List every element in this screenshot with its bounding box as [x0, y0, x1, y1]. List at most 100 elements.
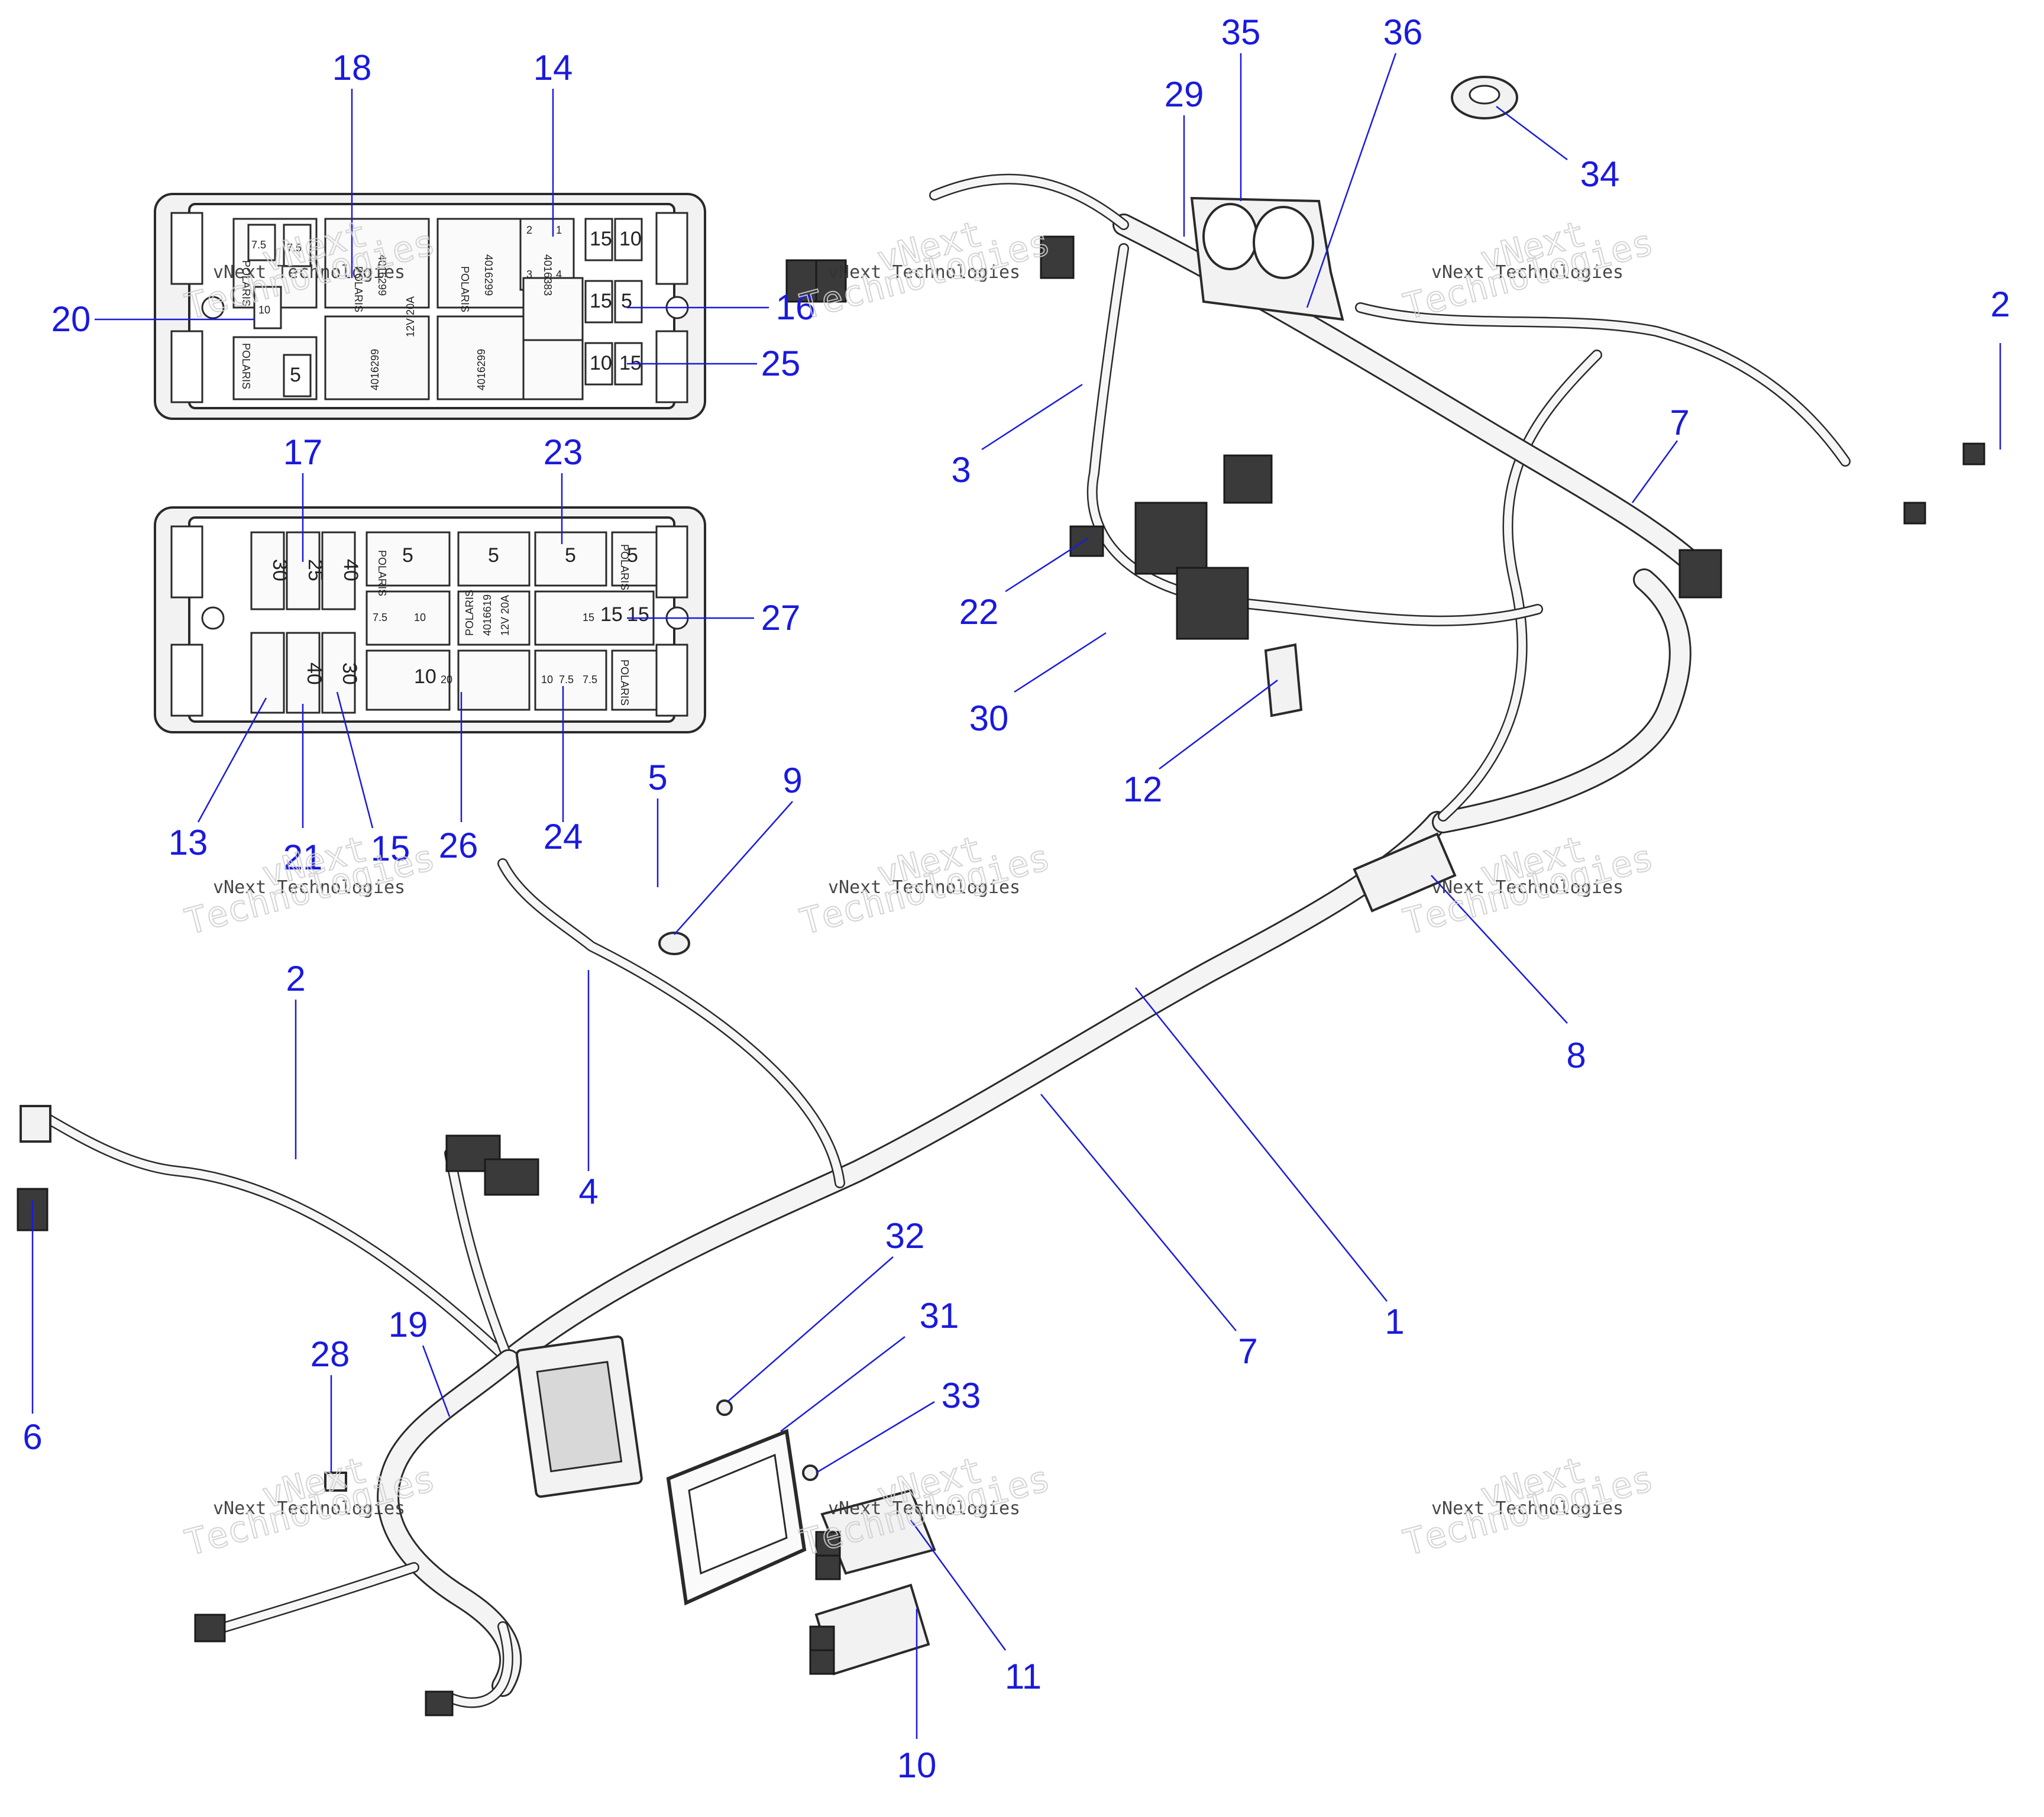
callout-32: 32	[885, 1216, 925, 1256]
connector-28	[324, 1472, 347, 1492]
connector-2-right	[1903, 442, 1985, 525]
watermark: vNext vNext Technologies Technologies	[180, 827, 440, 943]
grommet-34	[1451, 76, 1518, 119]
watermark-line: vNext Technologies	[828, 262, 1020, 283]
relay-brand-label: POLARIS	[464, 590, 476, 636]
relay-pin-label: 1	[556, 224, 562, 236]
fuse-label: 5	[565, 544, 576, 567]
fuse-label: 10	[258, 304, 270, 316]
relay-part-label: 4016619	[481, 594, 493, 636]
fuse-label: 5	[402, 544, 413, 567]
fuse-group-bottom: POLARIS POLARIS POLARIS POLARIS 4016619 …	[366, 531, 658, 711]
fuse-label: 10	[541, 674, 553, 686]
fuse-label: 5	[627, 544, 638, 567]
relay-part-label: 4016299	[483, 254, 494, 296]
callout-2-left: 2	[286, 959, 305, 998]
callout-8: 8	[1566, 1036, 1586, 1075]
watermark-line: vNext Technologies	[1431, 877, 1623, 898]
callout-26: 26	[439, 826, 478, 865]
relay-brand-label: POLARIS	[240, 343, 252, 389]
maxi-fuse-label: 40	[339, 559, 362, 581]
relay-pin-label: 2	[526, 224, 532, 236]
callout-19: 19	[389, 1305, 428, 1344]
watermark-line: vNext Technologies	[213, 1498, 405, 1519]
fuse-label: 10	[590, 352, 612, 374]
fuse-label: 15	[590, 228, 612, 250]
watermark-line: vNext Technologies	[213, 262, 405, 283]
watermark-line: vNext Technologies	[1431, 262, 1623, 283]
fuse-label: 5	[290, 364, 301, 386]
callout-23: 23	[544, 432, 583, 472]
callout-3: 3	[951, 450, 971, 490]
callout-21: 21	[283, 838, 323, 877]
watermark-line: vNext Technologies	[828, 877, 1020, 898]
connector-9	[658, 932, 690, 955]
relay-10	[809, 1583, 930, 1676]
watermark-line: vNext Technologies	[213, 877, 405, 898]
callout-7-upper: 7	[1670, 403, 1689, 442]
fuse-block-19	[515, 1335, 643, 1498]
callout-27: 27	[761, 598, 801, 638]
relay-brand-label: POLARIS	[459, 266, 471, 312]
boot-12	[1264, 643, 1303, 717]
watermark-line: vNext Technologies	[1431, 1498, 1623, 1519]
fuse-box-bottom: 30 25 40 40 30 POLARIS POLARIS POLAR	[154, 506, 706, 733]
fuse-label: 20	[441, 674, 452, 686]
callout-12: 12	[1123, 770, 1163, 809]
callout-29: 29	[1165, 75, 1204, 114]
callout-6: 6	[22, 1417, 42, 1457]
callout-1: 1	[1385, 1302, 1404, 1341]
fuse-label: 10	[414, 665, 436, 688]
connector-right-end	[1678, 549, 1722, 599]
fuse-label: 7.5	[251, 239, 266, 251]
fuse-label: 7.5	[373, 612, 387, 623]
callout-24: 24	[544, 817, 583, 856]
relay-part-label: 4016299	[376, 254, 388, 296]
callout-7-lower: 7	[1238, 1331, 1257, 1371]
callout-15: 15	[371, 829, 410, 868]
relay-brand-label: POLARIS	[619, 544, 630, 590]
watermark: vNext vNext Technologies Technologies	[795, 212, 1055, 328]
fuse-box-top: POLARIS 4016299 POLARIS 4016299 12V 20A …	[154, 193, 706, 420]
screw-32	[716, 1399, 733, 1416]
fuse-label: 5	[621, 290, 632, 312]
relay-pin-label: 4	[556, 269, 562, 280]
fuse-label: 5	[488, 544, 499, 567]
relay-part-label: 4016299	[476, 349, 487, 390]
fuse-label: 10	[414, 612, 426, 623]
callout-2-right: 2	[1990, 284, 2010, 324]
connector-group-top-left	[785, 235, 1075, 303]
watermark: vNext vNext Technologies Technologies	[1399, 212, 1658, 328]
callout-13: 13	[169, 823, 208, 862]
relay-pin-label: 3	[526, 269, 532, 280]
watermark: vNext vNext Technologies Technologies	[795, 827, 1055, 943]
fuse-label: 15	[627, 603, 649, 626]
callout-4: 4	[578, 1172, 598, 1211]
watermark-line: vNext Technologies	[828, 1498, 1020, 1519]
leader-lines	[31, 53, 2001, 1739]
main-wiring-harness	[30, 173, 1851, 1708]
callout-36: 36	[1383, 12, 1423, 52]
relay-brand-label: POLARIS	[376, 550, 388, 596]
fuse-label: 15	[583, 612, 594, 623]
relay-spec-label: 12V 20A	[405, 296, 416, 337]
dash-panel-35	[1190, 196, 1344, 321]
relay-11	[815, 1489, 936, 1580]
callout-22: 22	[959, 592, 999, 632]
relay-part-label: 4016299	[369, 349, 381, 390]
callout-5: 5	[648, 758, 667, 797]
callout-30: 30	[969, 699, 1009, 738]
relay-brand-label: POLARIS	[352, 266, 364, 312]
callout-11: 11	[1005, 1657, 1042, 1696]
connector-left-cluster	[445, 1134, 539, 1196]
connector-6	[17, 1105, 51, 1231]
callout-9: 9	[782, 761, 802, 800]
watermark: vNext vNext Technologies Technologies	[1399, 1449, 1658, 1564]
callout-16: 16	[776, 287, 816, 327]
callout-10: 10	[897, 1745, 937, 1785]
fuse-label: 15	[590, 290, 612, 312]
callout-34: 34	[1580, 154, 1620, 194]
small-relay-part-label: 4016383	[542, 254, 554, 296]
mounting-bracket-31	[666, 1428, 807, 1606]
callout-33: 33	[942, 1376, 981, 1415]
